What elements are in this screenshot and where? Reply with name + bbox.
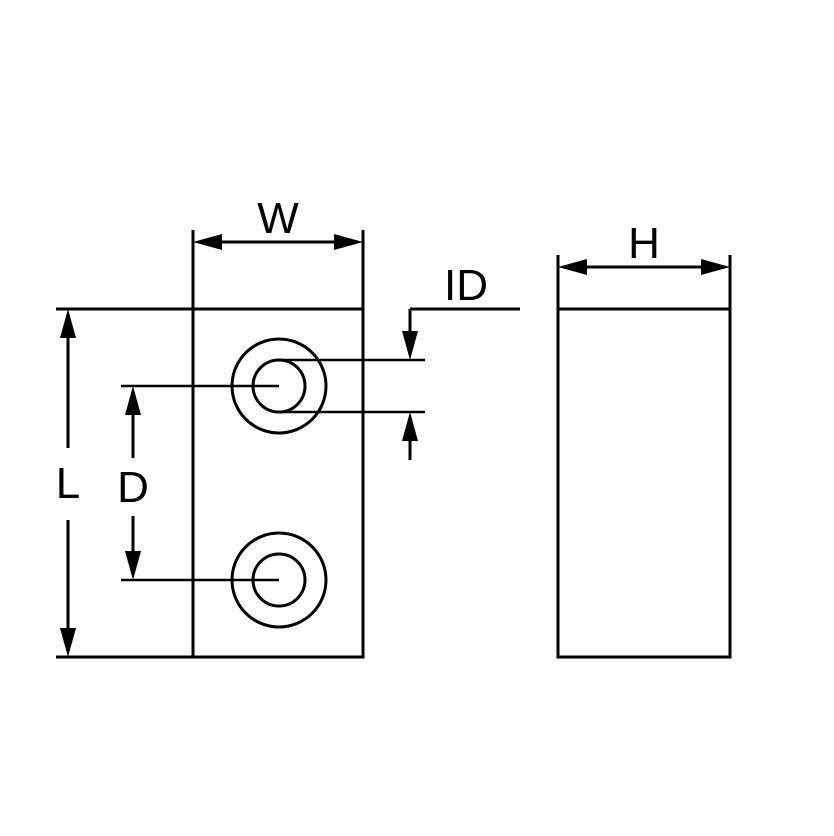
side-view (556, 307, 732, 659)
side-view-body (556, 307, 732, 659)
height-label: H (628, 219, 660, 268)
inner-diameter-dimension: ID (279, 261, 520, 460)
width-dimension: W (191, 194, 365, 309)
front-view-body (191, 307, 365, 659)
hole-spacing-label: D (117, 463, 149, 512)
length-dimension: L (56, 307, 193, 659)
width-label: W (257, 194, 299, 243)
hole-spacing-dimension: D (117, 384, 279, 582)
length-label: L (56, 459, 80, 508)
height-dimension: H (556, 219, 732, 309)
inner-diameter-label: ID (444, 261, 488, 310)
